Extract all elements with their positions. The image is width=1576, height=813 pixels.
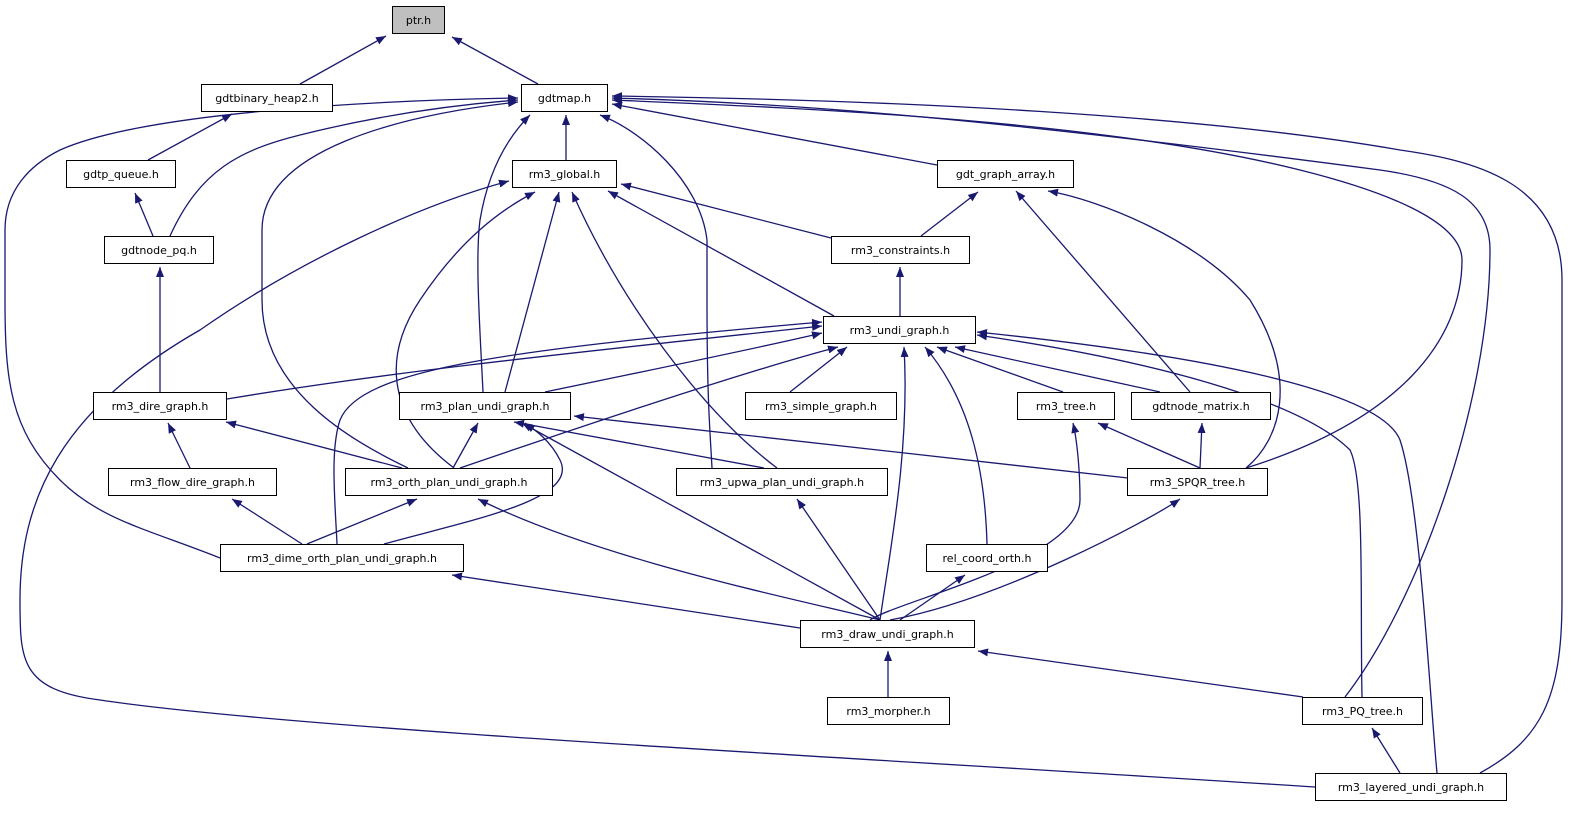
edge-rm3_draw_undi_graph-to-rm3_dime_orth_plan_undi_graph (451, 572, 801, 629)
edge-rm3_upwa_plan_undi_graph-to-gdtmap (599, 114, 713, 469)
edge-rm3_orth_plan_undi_graph-to-rm3_dire_graph (225, 420, 403, 469)
edge-rm3_dime_orth_plan_undi_graph-to-rm3_undi_graph (333, 318, 823, 545)
node-rm3-flow-dire-graph[interactable]: rm3_flow_dire_graph.h (108, 468, 277, 496)
edge-rm3_PQ_tree-to-rm3_undi_graph (976, 332, 1363, 698)
node-ptr[interactable]: ptr.h (392, 6, 445, 34)
edge-rm3_draw_undi_graph-to-rm3_plan_undi_graph (521, 422, 881, 621)
edge-gdtnode_pq-to-gdtp_queue (134, 192, 154, 237)
node-rm3-plan-undi-graph[interactable]: rm3_plan_undi_graph.h (399, 392, 571, 420)
edge-rm3_flow_dire_graph-to-rm3_dire_graph (167, 422, 191, 469)
edge-gdtp_queue-to-gdtbinary_heap2 (147, 113, 233, 161)
edge-rm3_tree-to-rm3_undi_graph (936, 346, 1064, 393)
node-rm3-PQ-tree[interactable]: rm3_PQ_tree.h (1302, 697, 1423, 725)
edge-rm3_plan_undi_graph-to-gdtmap (477, 114, 531, 393)
node-rm3-orth-plan-undi-graph[interactable]: rm3_orth_plan_undi_graph.h (345, 468, 553, 496)
node-rm3-undi-graph[interactable]: rm3_undi_graph.h (823, 316, 976, 344)
edge-rm3_dime_orth_plan_undi_graph-to-rm3_plan_undi_graph (383, 422, 563, 545)
edge-gdtnode_matrix-to-rm3_undi_graph (954, 345, 1161, 393)
edge-rm3_orth_plan_undi_graph-to-rm3_global (395, 191, 536, 469)
edge-rm3_draw_undi_graph-to-rm3_SPQR_tree (889, 498, 1181, 621)
node-rm3-dime-orth-plan-undi-graph[interactable]: rm3_dime_orth_plan_undi_graph.h (220, 544, 464, 572)
edge-rm3_draw_undi_graph-to-rm3_tree (869, 422, 1081, 621)
edge-gdtmap-to-ptr (451, 36, 539, 85)
edge-rm3_SPQR_tree-to-gdtnode_matrix (1197, 422, 1206, 469)
edge-rm3_draw_undi_graph-to-rm3_orth_plan_undi_graph (477, 498, 881, 621)
edge-rm3_orth_plan_undi_graph-to-gdtmap (261, 99, 519, 469)
node-gdtnode-pq[interactable]: gdtnode_pq.h (104, 236, 214, 264)
edge-rm3_SPQR_tree-to-gdtmap (611, 96, 1463, 469)
edge-gdtnode_matrix-to-gdt_graph_array (1015, 190, 1191, 393)
edge-rm3_draw_undi_graph-to-rm3_upwa_plan_undi_graph (796, 498, 881, 621)
edge-rm3_layered_undi_graph-to-rm3_global (19, 179, 1316, 788)
node-gdtp-queue[interactable]: gdtp_queue.h (66, 160, 176, 188)
edge-rm3_layered_undi_graph-to-gdtmap (611, 92, 1563, 774)
node-rm3-constraints[interactable]: rm3_constraints.h (831, 236, 970, 264)
edge-rm3_plan_undi_graph-to-rm3_global (504, 191, 561, 393)
edge-gdtbinary_heap2-to-ptr (299, 35, 387, 85)
edge-rm3_layered_undi_graph-to-rm3_PQ_tree (1371, 727, 1401, 774)
edge-rel_coord_orth-to-rm3_undi_graph (924, 346, 988, 545)
edge-rm3_upwa_plan_undi_graph-to-rm3_plan_undi_graph (513, 419, 765, 469)
edge-rm3_upwa_plan_undi_graph-to-rm3_global (571, 191, 778, 469)
edge-rm3_PQ_tree-to-gdtmap (611, 94, 1491, 698)
node-rm3-tree[interactable]: rm3_tree.h (1017, 392, 1115, 420)
node-rm3-dire-graph[interactable]: rm3_dire_graph.h (93, 392, 227, 420)
edge-rm3_orth_plan_undi_graph-to-rm3_undi_graph (459, 345, 839, 469)
edge-rm3_orth_plan_undi_graph-to-rm3_plan_undi_graph (452, 422, 479, 469)
edge-rm3_dime_orth_plan_undi_graph-to-rm3_flow_dire_graph (231, 498, 303, 545)
edge-rm3_draw_undi_graph-to-rel_coord_orth (899, 574, 966, 621)
node-rm3-layered-undi-graph[interactable]: rm3_layered_undi_graph.h (1315, 773, 1507, 801)
node-gdtnode-matrix[interactable]: gdtnode_matrix.h (1131, 392, 1271, 420)
node-rm3-SPQR-tree[interactable]: rm3_SPQR_tree.h (1127, 468, 1268, 496)
edge-rm3_SPQR_tree-to-rm3_plan_undi_graph (573, 413, 1129, 479)
edge-gdtnode_pq-to-gdtmap (169, 96, 519, 237)
edge-rm3_SPQR_tree-to-rm3_tree (1097, 422, 1201, 469)
edge-gdt_graph_array-to-gdtmap (611, 101, 938, 166)
node-rm3-global[interactable]: rm3_global.h (512, 160, 617, 188)
node-gdtmap[interactable]: gdtmap.h (521, 84, 608, 112)
edge-rm3_dime_orth_plan_undi_graph-to-rm3_orth_plan_undi_graph (306, 498, 418, 545)
edge-rm3_plan_undi_graph-to-rm3_undi_graph (544, 331, 823, 393)
edge-rm3_draw_undi_graph-to-rm3_undi_graph (879, 346, 909, 621)
node-rm3-morpher[interactable]: rm3_morpher.h (827, 697, 950, 725)
node-rm3-upwa-plan-undi-graph[interactable]: rm3_upwa_plan_undi_graph.h (676, 468, 888, 496)
node-rel-coord-orth[interactable]: rel_coord_orth.h (926, 544, 1048, 572)
node-gdtbinary-heap2[interactable]: gdtbinary_heap2.h (201, 84, 333, 112)
edge-rm3_SPQR_tree-to-gdt_graph_array (1047, 188, 1281, 469)
node-rm3-draw-undi-graph[interactable]: rm3_draw_undi_graph.h (800, 620, 975, 648)
edge-rm3_simple_graph-to-rm3_undi_graph (789, 346, 848, 393)
node-gdt-graph-array[interactable]: gdt_graph_array.h (937, 160, 1074, 188)
edge-rm3_constraints-to-gdt_graph_array (920, 191, 979, 237)
edge-rm3_PQ_tree-to-rm3_draw_undi_graph (977, 648, 1304, 698)
edge-rm3_undi_graph-to-rm3_global (607, 190, 835, 317)
edge-rm3_dire_graph-to-rm3_undi_graph (226, 323, 823, 400)
edge-rm3_layered_undi_graph-to-rm3_undi_graph (976, 329, 1438, 774)
node-rm3-simple-graph[interactable]: rm3_simple_graph.h (745, 392, 897, 420)
edge-rm3_constraints-to-rm3_global (620, 182, 832, 239)
